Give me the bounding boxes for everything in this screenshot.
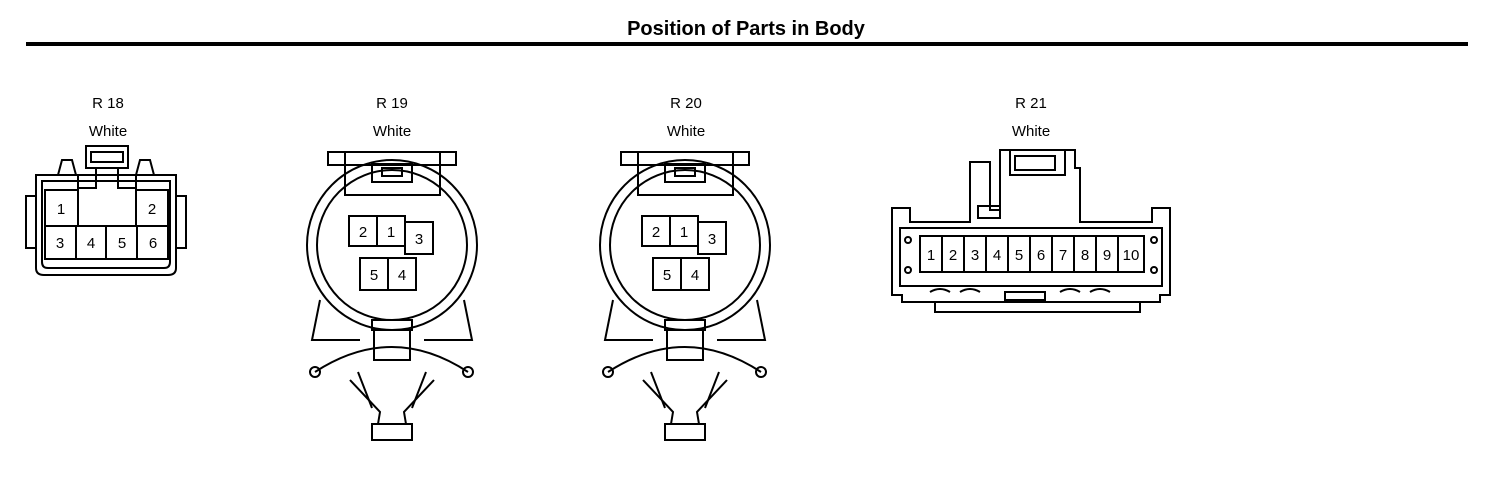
pin-number: 4 (398, 267, 406, 284)
pin-number: 2 (148, 201, 156, 218)
pin-number: 6 (1037, 247, 1045, 264)
pin-number: 1 (680, 224, 688, 241)
connector-id: R 20 (670, 95, 702, 112)
pin-number: 4 (691, 267, 699, 284)
pin-number: 2 (652, 224, 660, 241)
connector-color: White (372, 123, 412, 140)
pin-number: 5 (118, 235, 126, 252)
pin-number: 4 (87, 235, 95, 252)
title-divider (26, 42, 1468, 46)
pin-number: 8 (1081, 247, 1089, 264)
pin-number: 10 (1123, 247, 1140, 264)
page-title: Position of Parts in Body (627, 18, 865, 40)
pin-number: 1 (57, 201, 65, 218)
pin-number: 7 (1059, 247, 1067, 264)
connector-color: White (666, 123, 706, 140)
connector-color: White (88, 123, 128, 140)
pin-number: 2 (359, 224, 367, 241)
pin-number: 3 (708, 231, 716, 248)
connector-r20 (599, 151, 771, 441)
connector-color: White (1011, 123, 1051, 140)
pin-number: 9 (1103, 247, 1111, 264)
connector-r20-pins (641, 215, 727, 291)
pin-number: 3 (56, 235, 64, 252)
pin-number: 5 (1015, 247, 1023, 264)
pin-number: 1 (927, 247, 935, 264)
connector-id: R 21 (1015, 95, 1047, 112)
connector-r19 (306, 151, 478, 441)
connector-id: R 19 (376, 95, 408, 112)
connector-r21 (891, 149, 1171, 313)
connector-id: R 18 (92, 95, 124, 112)
connector-r21-pins (919, 235, 1145, 273)
connector-r18 (25, 145, 187, 276)
pin-number: 2 (949, 247, 957, 264)
pin-number: 4 (993, 247, 1001, 264)
pin-number: 5 (370, 267, 378, 284)
pin-number: 6 (149, 235, 157, 252)
pin-number: 3 (415, 231, 423, 248)
pin-number: 5 (663, 267, 671, 284)
pin-number: 3 (971, 247, 979, 264)
connector-r19-pins (348, 215, 434, 291)
pin-number: 1 (387, 224, 395, 241)
